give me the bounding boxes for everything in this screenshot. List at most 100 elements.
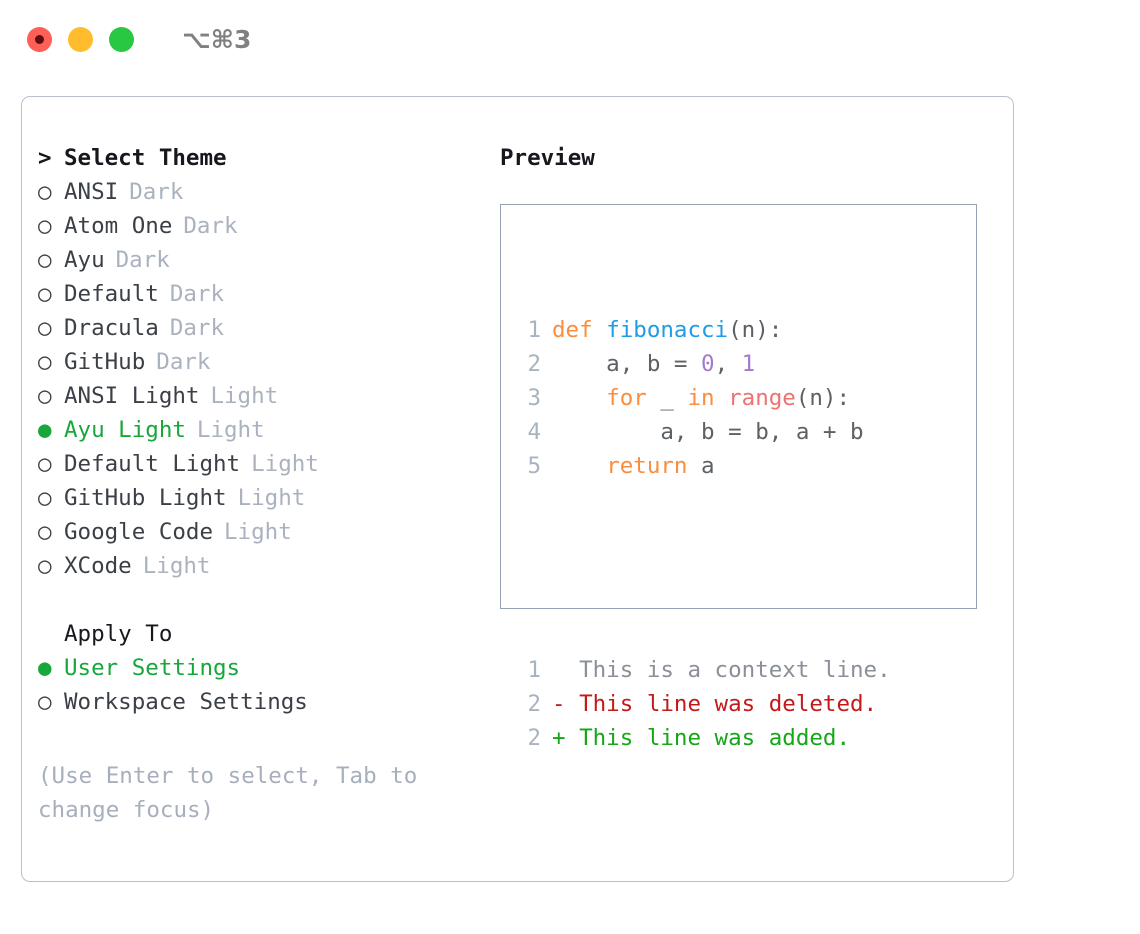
diff-text: This line was added.	[565, 725, 851, 751]
apply-to-header: Apply To	[38, 617, 498, 651]
theme-item-label: Dracula	[64, 315, 159, 341]
code-token-var	[715, 385, 729, 411]
radio-unselected-icon[interactable]: ○	[38, 689, 52, 715]
diff-line: 2- This line was deleted.	[515, 687, 976, 721]
code-token-keyword: in	[687, 385, 715, 411]
code-line: 1 def fibonacci(n):	[515, 313, 976, 347]
diff-text: This line was deleted.	[565, 691, 878, 717]
radio-unselected-icon[interactable]: ○	[38, 519, 52, 545]
select-theme-header: > Select Theme	[38, 141, 498, 175]
theme-item-badge: Light	[142, 553, 211, 579]
code-token-number: 0	[701, 351, 715, 377]
code-line: 3 for _ in range(n):	[515, 381, 976, 415]
close-dot-icon	[35, 34, 44, 44]
code-token-punctuation: (n):	[728, 317, 783, 343]
theme-item-badge: Dark	[169, 281, 225, 307]
apply-to-item[interactable]: ● User Settings	[38, 651, 498, 685]
minimize-button-icon[interactable]	[68, 26, 93, 52]
theme-item-badge: Dark	[115, 247, 170, 273]
cursor-arrow-icon: >	[38, 145, 52, 171]
radio-selected-icon[interactable]: ●	[38, 417, 52, 443]
code-token-var: a, b = b, a + b	[552, 419, 864, 445]
close-button-icon[interactable]	[27, 26, 52, 52]
theme-item-badge: Light	[237, 485, 306, 511]
theme-item-label: XCode	[64, 553, 132, 579]
radio-unselected-icon[interactable]: ○	[38, 383, 52, 409]
theme-item-label: Default	[64, 281, 159, 307]
code-token-function: fibonacci	[606, 317, 729, 343]
apply-to-item-label: Workspace Settings	[64, 689, 308, 715]
code-token-var	[552, 385, 606, 411]
code-line: 5 return a	[515, 449, 976, 483]
code-token-punctuation: (n):	[795, 385, 851, 411]
radio-unselected-icon[interactable]: ○	[38, 349, 52, 375]
theme-list-item[interactable]: ○ GitHub Light Light	[38, 481, 498, 515]
radio-unselected-icon[interactable]: ○	[38, 553, 52, 579]
radio-unselected-icon[interactable]: ○	[38, 281, 52, 307]
apply-to-item[interactable]: ○ Workspace Settings	[38, 685, 498, 719]
diff-sign	[552, 657, 566, 683]
theme-item-label: GitHub	[64, 349, 146, 375]
section-spacer	[38, 583, 498, 617]
diff-line: 1 This is a context line.	[515, 653, 976, 687]
code-line-number: 2	[527, 351, 541, 377]
theme-item-badge: Dark	[183, 213, 238, 239]
theme-list-item[interactable]: ○ Ayu Dark	[38, 243, 498, 277]
theme-item-badge: Light	[224, 519, 292, 545]
diff-text: This is a context line.	[565, 657, 891, 683]
diff-line-number: 2	[527, 691, 541, 717]
code-diff-spacer	[515, 551, 976, 585]
theme-item-label: GitHub Light	[64, 485, 227, 511]
radio-unselected-icon[interactable]: ○	[38, 485, 52, 511]
diff-line: 2 + This line was added.	[515, 721, 976, 755]
code-token-keyword: for	[606, 385, 647, 411]
keyboard-hint: (Use Enter to select, Tab to change focu…	[38, 759, 448, 827]
traffic-lights	[27, 26, 134, 52]
radio-unselected-icon[interactable]: ○	[38, 247, 52, 273]
maximize-button-icon[interactable]	[109, 26, 134, 52]
code-line-number: 3	[527, 385, 541, 411]
code-token-var	[552, 453, 606, 479]
theme-item-label: Ayu	[64, 247, 105, 273]
diff-line-number: 2	[527, 725, 541, 751]
theme-list-item[interactable]: ○ ANSI Light Light	[38, 379, 498, 413]
theme-list-item[interactable]: ○ Default Dark	[38, 277, 498, 311]
theme-item-badge: Light	[210, 383, 279, 409]
theme-item-label: Default Light	[64, 451, 241, 477]
diff-sign: -	[552, 691, 566, 717]
theme-item-label: Atom One	[64, 213, 173, 239]
theme-list-item[interactable]: ○ XCode Light	[38, 549, 498, 583]
radio-unselected-icon[interactable]: ○	[38, 179, 52, 205]
theme-item-label: ANSI Light	[64, 383, 200, 409]
code-token-keyword: def	[552, 317, 607, 343]
hint-line-2: change focus)	[38, 797, 215, 823]
code-line-number: 5	[527, 453, 541, 479]
keyboard-shortcut-label: ⌥⌘3	[182, 24, 252, 54]
radio-selected-icon[interactable]: ●	[38, 655, 52, 681]
window-titlebar: ⌥⌘3	[0, 0, 1140, 78]
apply-to-item-label: User Settings	[64, 655, 241, 681]
radio-unselected-icon[interactable]: ○	[38, 213, 52, 239]
preview-column: Preview	[500, 141, 1000, 175]
theme-item-label: ANSI	[64, 179, 119, 205]
theme-list-item[interactable]: ○ Atom One Dark	[38, 209, 498, 243]
radio-unselected-icon[interactable]: ○	[38, 315, 52, 341]
diff-sign: +	[552, 725, 566, 751]
code-token-var: a, b =	[552, 351, 702, 377]
theme-item-label: Ayu Light	[64, 417, 186, 443]
radio-unselected-icon[interactable]: ○	[38, 451, 52, 477]
code-line-number: 1	[527, 317, 541, 343]
select-theme-title: Select Theme	[64, 145, 227, 171]
code-line-number: 4	[527, 419, 541, 445]
